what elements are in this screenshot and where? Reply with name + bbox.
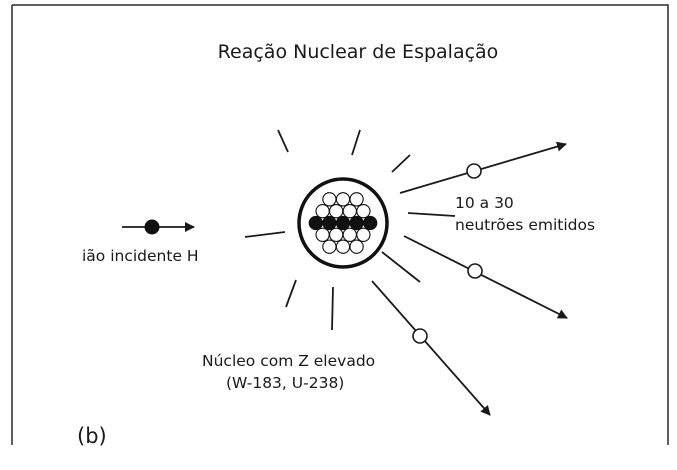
incident-ion	[122, 219, 195, 235]
neutron	[322, 192, 337, 207]
neutron	[342, 204, 357, 219]
neutron-track	[403, 235, 568, 319]
emission-lines	[244, 129, 456, 331]
proton	[363, 215, 378, 231]
projectile-label: ião incidente H	[82, 247, 199, 265]
proton	[308, 215, 323, 231]
nucleus-label-line1: Núcleo com Z elevado	[202, 352, 375, 370]
neutron-track	[371, 280, 491, 416]
neutron	[335, 192, 351, 207]
figure-frame	[11, 4, 669, 445]
neutron	[315, 204, 330, 219]
proton	[322, 215, 337, 231]
neutron	[322, 239, 337, 254]
neutron	[335, 239, 351, 254]
burst-line	[285, 279, 297, 308]
burst-line	[391, 154, 411, 173]
burst-line	[331, 286, 334, 331]
neutrons-label-line2: neutrões emitidos	[455, 216, 595, 234]
panel-label: (b)	[77, 424, 107, 448]
burst-line	[277, 129, 289, 153]
emitted-neutron	[466, 163, 482, 179]
neutron-track	[399, 141, 567, 194]
neutron	[342, 227, 357, 242]
emitted-neutron	[412, 328, 428, 344]
emitted-neutron	[467, 263, 483, 279]
burst-line	[244, 231, 286, 238]
nucleus-label-line2: (W-183, U-238)	[226, 374, 344, 392]
neutron	[356, 204, 371, 219]
diagram-title: Reação Nuclear de Espalação	[218, 41, 499, 63]
neutron	[356, 227, 371, 242]
burst-line	[407, 212, 456, 217]
burst-line	[381, 251, 421, 283]
neutrons-label-line1: 10 a 30	[455, 194, 514, 212]
neutron	[349, 239, 364, 254]
incident-particle	[144, 219, 160, 235]
proton	[349, 215, 364, 231]
neutron	[315, 227, 330, 242]
neutron	[329, 204, 344, 219]
neutron-tracks	[371, 141, 568, 416]
target-nucleus	[297, 177, 389, 269]
proton	[335, 215, 351, 231]
burst-line	[351, 129, 361, 156]
neutron	[349, 192, 364, 207]
neutron	[329, 227, 344, 242]
